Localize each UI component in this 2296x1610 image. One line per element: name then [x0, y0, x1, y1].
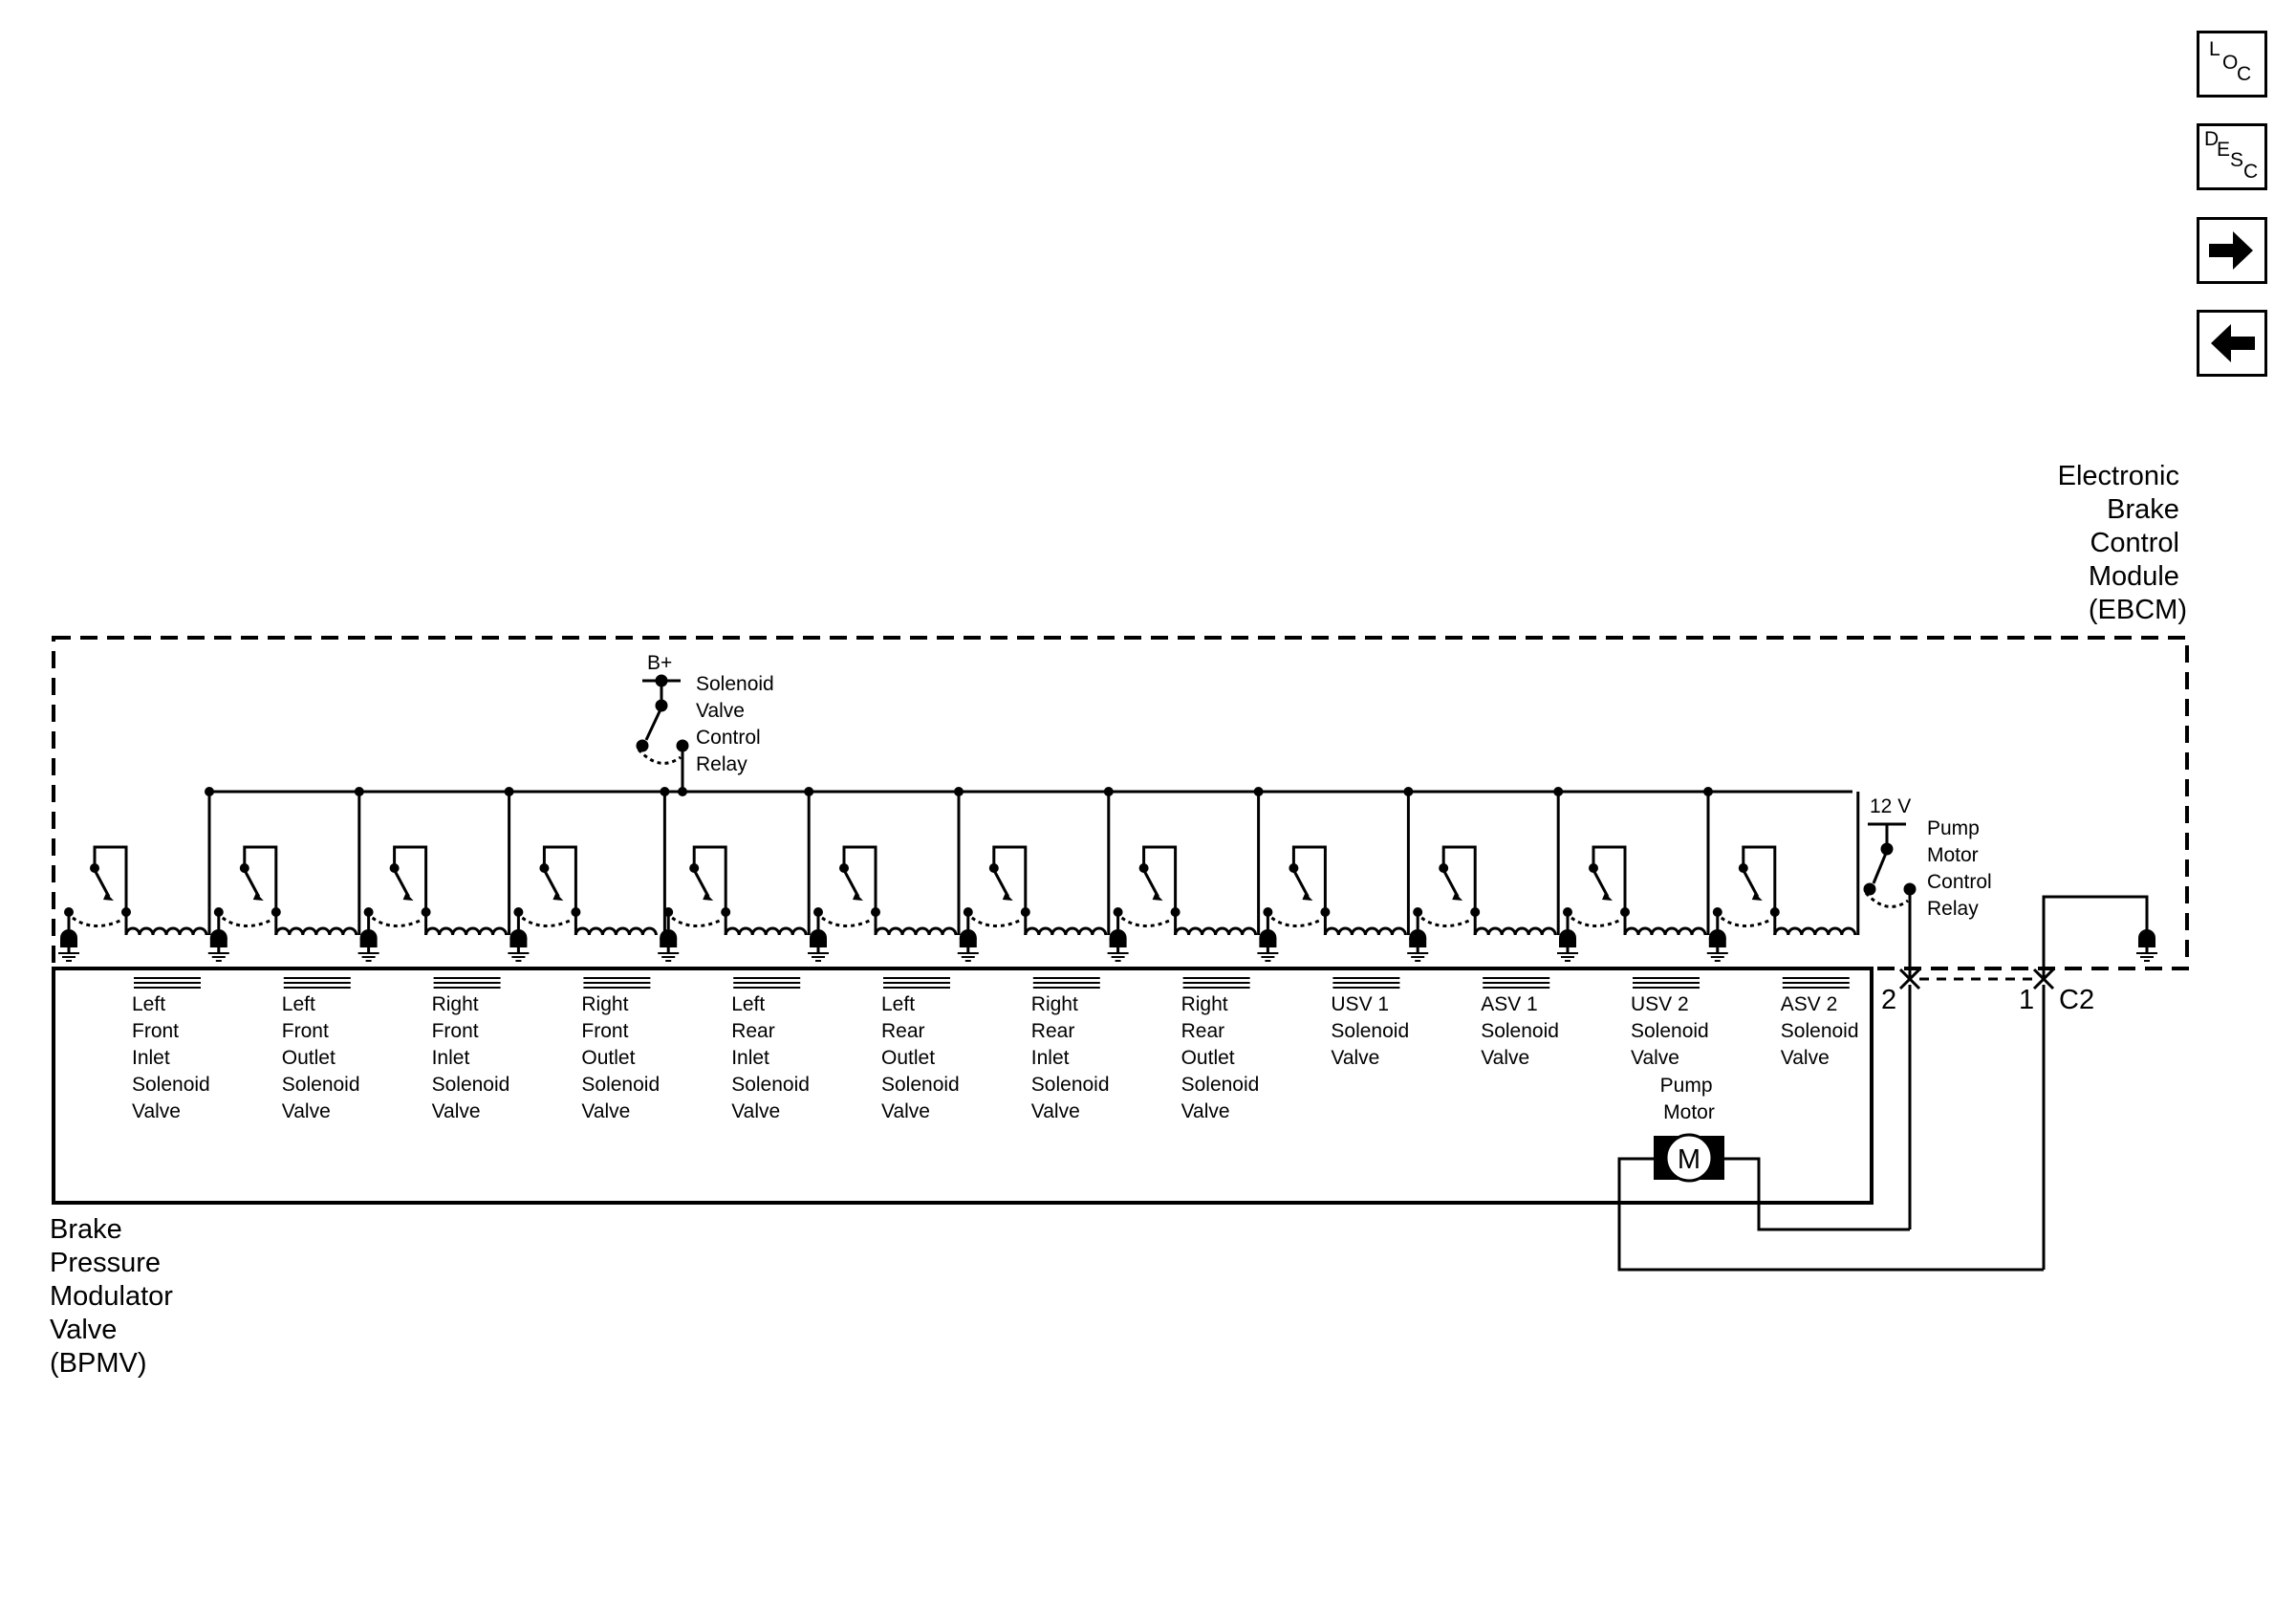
pump-motor-wiring	[1617, 1157, 2044, 1272]
location-button[interactable]: L O C	[2197, 31, 2267, 98]
ground-icon	[1706, 929, 1728, 962]
next-button[interactable]	[2197, 217, 2267, 284]
ground-icon	[357, 929, 379, 962]
desc-letter-d: D	[2204, 128, 2220, 150]
pump-relay-ground-icon	[2136, 929, 2157, 962]
ebcm-label: Electronic Brake Control Module (EBCM)	[2058, 461, 2187, 625]
ground-icon	[1107, 929, 1129, 962]
ground-icon	[957, 929, 979, 962]
desc-letter-c: C	[2243, 161, 2259, 183]
valve-driver-2	[207, 787, 364, 962]
valve-driver-4	[508, 787, 670, 962]
valve-driver-3	[357, 787, 514, 962]
ground-icon	[58, 929, 79, 962]
connector-pin-1: 1	[2019, 985, 2034, 1015]
relay-supply-label: B+	[647, 652, 672, 674]
ground-icon	[207, 929, 229, 962]
bpmv-boundary	[52, 967, 1874, 1205]
valve-driver-5	[658, 787, 814, 962]
pump-motor-control-relay-label: Pump Motor Control Relay	[1927, 817, 1998, 920]
valve-driver-12	[1706, 792, 1860, 962]
loc-letter-l: L	[2209, 38, 2220, 60]
ground-icon	[808, 929, 829, 962]
connector-name: C2	[2059, 985, 2094, 1015]
solenoid-valve-control-relay	[636, 674, 689, 792]
solenoid-valve-control-relay-label: Solenoid Valve Control Relay	[696, 673, 780, 775]
ground-icon	[658, 929, 680, 962]
ground-icon	[1557, 929, 1578, 962]
loc-letter-c: C	[2237, 63, 2252, 85]
pump-relay-supply-label: 12 V	[1870, 795, 1911, 817]
valve-driver-10	[1407, 787, 1564, 962]
previous-button[interactable]	[2197, 310, 2267, 377]
arrow-left-icon	[2211, 324, 2255, 362]
pump-motor-label: Pump Motor	[1660, 1075, 1719, 1123]
valve-driver-8	[1107, 787, 1264, 962]
connector-c2	[1898, 968, 2055, 1270]
ground-icon	[2136, 929, 2157, 962]
valve-driver-6	[808, 787, 964, 962]
description-button[interactable]: D E S C	[2197, 123, 2267, 190]
ground-icon	[508, 929, 530, 962]
svg-text:M: M	[1678, 1144, 1700, 1175]
connector-pin-2: 2	[1881, 985, 1896, 1015]
desc-letter-s: S	[2230, 149, 2244, 171]
ground-icon	[1407, 929, 1429, 962]
valve-driver-1	[58, 787, 214, 962]
valve-driver-9	[1257, 787, 1414, 962]
arrow-right-icon	[2209, 231, 2253, 270]
desc-letter-e: E	[2217, 139, 2231, 161]
pump-motor-icon: M	[1654, 1133, 1724, 1183]
valve-driver-7	[957, 787, 1114, 962]
valve-driver-circuits	[58, 787, 1860, 962]
bpmv-label: Brake Pressure Modulator Valve (BPMV)	[50, 1214, 181, 1379]
loc-letter-o: O	[2222, 52, 2239, 74]
ground-icon	[1257, 929, 1279, 962]
valve-driver-11	[1557, 787, 1713, 962]
pump-motor-control-relay	[1863, 822, 2149, 977]
